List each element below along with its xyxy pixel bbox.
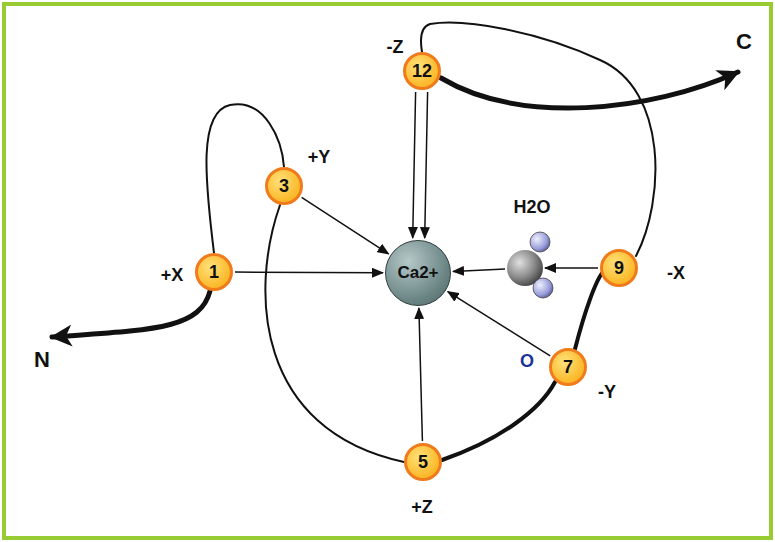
backbone-line — [442, 382, 555, 460]
backbone-line — [575, 272, 603, 349]
residue-circle: 12-Z — [403, 52, 441, 90]
atom-label: O — [520, 351, 534, 372]
coordination-arrow — [448, 292, 551, 356]
backbone-line — [421, 23, 656, 256]
axis-label: -Z — [387, 37, 404, 58]
coordination-arrow — [453, 269, 505, 272]
position-number: 3 — [279, 176, 289, 197]
c-terminus — [441, 72, 738, 108]
position-number: 9 — [614, 258, 624, 279]
coordination-arrow — [425, 92, 428, 238]
coordination-arrow — [419, 308, 423, 441]
residue-circle: 3+Y — [265, 167, 303, 205]
coordination-arrow — [545, 267, 598, 269]
position-number: 12 — [412, 61, 432, 82]
backbone-line — [265, 205, 404, 462]
axis-label: +Z — [411, 497, 433, 518]
axis-label: +Y — [308, 147, 331, 168]
position-number: 7 — [563, 357, 573, 378]
residue-circle: 7-Y — [549, 348, 587, 386]
n-terminus — [52, 291, 210, 337]
residue-circle: 1+X — [195, 253, 233, 291]
coordination-arrow — [302, 197, 389, 254]
coordination-arrow — [235, 271, 383, 273]
water-illustration — [507, 250, 543, 286]
coordination-arrow — [413, 92, 416, 238]
axis-label: +X — [161, 265, 184, 286]
axis-label: -Y — [598, 382, 616, 403]
water-molecule: H2O — [507, 250, 543, 286]
molecule-label: H2O — [513, 197, 550, 218]
ion-label: Ca2+ — [397, 263, 438, 283]
axis-label: -X — [667, 263, 685, 284]
residue-circle: 9-X — [600, 249, 638, 287]
terminus-label: N — [34, 347, 50, 373]
terminus-label: C — [736, 29, 752, 55]
calcium-ion: Ca2+ — [385, 240, 451, 306]
residue-circle: 5+Z — [404, 443, 442, 481]
position-number: 5 — [418, 452, 428, 473]
position-number: 1 — [209, 262, 219, 283]
